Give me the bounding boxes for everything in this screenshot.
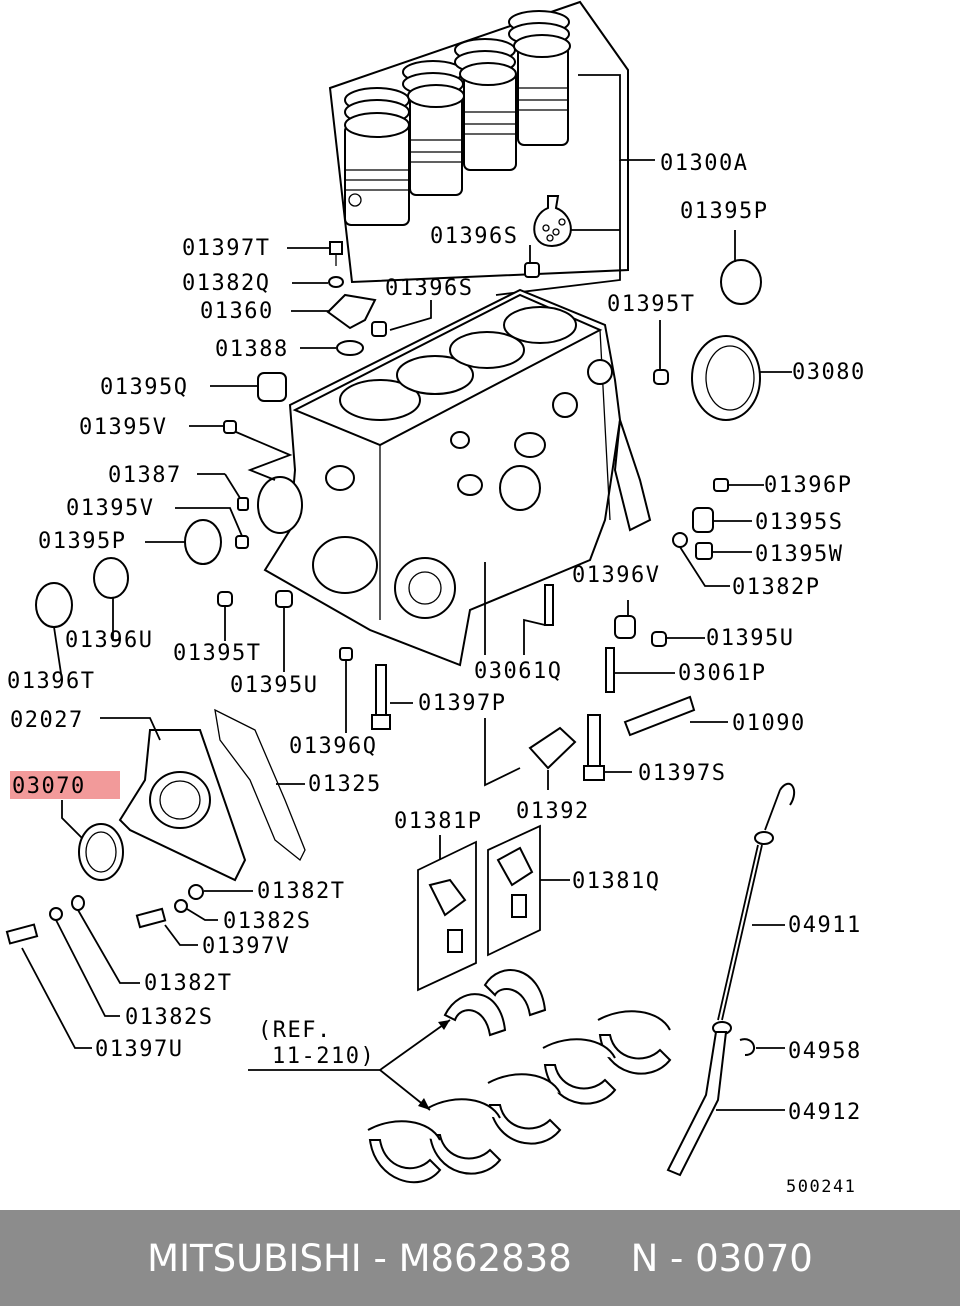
plug-bag-illustration [533,195,572,248]
piston-set-illustration [328,0,629,284]
label-01395P-left: 01395P [38,529,126,554]
label-01395S: 01395S [755,510,843,535]
diagram-id: 500241 [786,1177,856,1197]
label-01395T-a: 01395T [607,292,695,317]
label-01395V-b: 01395V [66,496,154,521]
small-parts [35,241,762,781]
label-01392: 01392 [516,799,590,824]
label-01381P: 01381P [394,809,482,834]
ref-line-2: 11-210) [272,1044,375,1069]
label-01325: 01325 [308,772,382,797]
label-01382Q: 01382Q [182,271,270,296]
footer-gap [572,1237,631,1280]
label-01395T-b: 01395T [173,641,261,666]
label-01396U: 01396U [65,628,153,653]
label-01396P: 01396P [764,473,852,498]
label-01387: 01387 [108,463,182,488]
label-01397P: 01397P [418,691,506,716]
label-01396V: 01396V [572,563,660,588]
footer-bar: MITSUBISHI - M862838 N - 03070 [0,1210,960,1306]
dipstick-illustration [666,782,796,1177]
label-01382T-b: 01382T [144,971,232,996]
label-01396T: 01396T [7,669,95,694]
label-01397V: 01397V [202,934,290,959]
oil-jet-illustration [417,824,541,992]
label-01382T-a: 01382T [257,879,345,904]
label-01360: 01360 [200,299,274,324]
label-03061Q: 03061Q [474,659,562,684]
label-01396S-a: 01396S [430,224,518,249]
label-01382S-b: 01382S [125,1005,213,1030]
part-number: M862838 [398,1236,572,1280]
bearings-illustration [367,969,672,1184]
brand-name: MITSUBISHI [147,1236,362,1280]
label-01395U-b: 01395U [230,673,318,698]
label-01397T: 01397T [182,236,270,261]
label-01382S-a: 01382S [223,909,311,934]
label-03080: 03080 [792,360,866,385]
label-01396S-b: 01396S [385,276,473,301]
label-01395Q: 01395Q [100,375,188,400]
parts-diagram: 01300A 01395P 01397T 01396S 01382Q 01396… [5,0,866,1197]
n-prefix: N - [630,1236,696,1280]
label-01388: 01388 [215,337,289,362]
label-04911: 04911 [788,913,862,938]
label-01381Q: 01381Q [572,869,660,894]
label-04912: 04912 [788,1100,862,1125]
label-01395U-a: 01395U [706,626,794,651]
label-01397U: 01397U [95,1037,183,1062]
label-01395W: 01395W [755,542,843,567]
rear-plate-illustration [5,708,306,945]
label-02027: 02027 [10,708,84,733]
footer-separator: - [361,1236,399,1280]
leader-lines [21,230,792,1111]
engine-block-illustration [257,288,652,667]
label-03061P: 03061P [678,661,766,686]
label-01396Q: 01396Q [289,734,377,759]
label-01090: 01090 [732,711,806,736]
highlight-03070 [10,771,120,799]
label-04958: 04958 [788,1039,862,1064]
label-01300A: 01300A [660,151,748,176]
label-01382P: 01382P [732,575,820,600]
label-01397S: 01397S [638,761,726,786]
part-labels: 01300A 01395P 01397T 01396S 01382Q 01396… [7,151,866,1197]
label-03070: 03070 [12,774,86,799]
n-number: 03070 [695,1236,813,1280]
label-01395V-a: 01395V [79,415,167,440]
label-01395P-top: 01395P [680,199,768,224]
ref-line-1: (REF. [258,1018,332,1043]
